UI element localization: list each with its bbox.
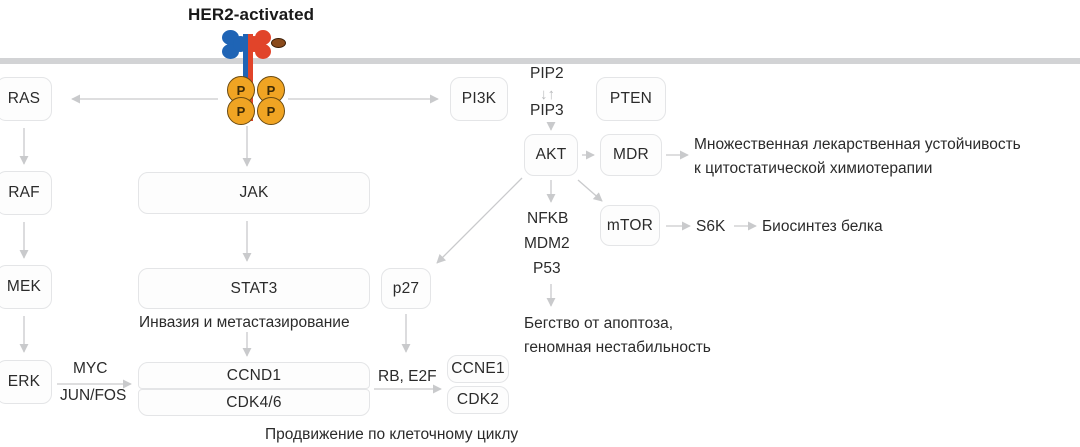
node-pten[interactable]: PTEN (596, 77, 666, 121)
pip-conversion-arrows-icon: ↓↑ (540, 86, 555, 103)
label-p53: P53 (533, 260, 561, 277)
node-jak[interactable]: JAK (138, 172, 370, 214)
label-apoptosis-escape: Бегство от апоптоза, геномная нестабильн… (524, 315, 711, 357)
label-rb-e2f: RB, E2F (378, 368, 437, 385)
label-myc: MYC (73, 360, 108, 377)
label-s6k: S6K (696, 218, 726, 235)
node-cdk4-6[interactable]: CDK4/6 (138, 389, 370, 416)
node-p27[interactable]: p27 (381, 268, 431, 309)
node-ras[interactable]: RAS (0, 77, 52, 121)
label-pip3: PIP3 (530, 102, 564, 119)
node-ccne1[interactable]: CCNE1 (447, 355, 509, 383)
label-nfkb: NFKB (527, 210, 569, 227)
label-jun-fos: JUN/FOS (60, 387, 127, 404)
label-mdm2: MDM2 (524, 235, 570, 252)
node-mtor[interactable]: mTOR (600, 205, 660, 246)
label-cell-cycle: Продвижение по клеточному циклу (265, 426, 519, 443)
node-akt[interactable]: AKT (524, 134, 578, 176)
node-erk[interactable]: ERK (0, 360, 52, 404)
cell-membrane (0, 58, 1080, 64)
phospho-icon: P (227, 97, 255, 125)
node-pi3k[interactable]: PI3K (450, 77, 508, 121)
phospho-icon: P (257, 97, 285, 125)
label-mdr-outcome: Множественная лекарственная устойчивость… (694, 136, 1021, 178)
node-mdr[interactable]: MDR (600, 134, 662, 176)
node-stat3[interactable]: STAT3 (138, 268, 370, 309)
page-title: HER2-activated (188, 5, 315, 24)
label-invasion: Инвазия и метастазирование (139, 314, 350, 331)
node-mek[interactable]: MEK (0, 265, 52, 309)
node-ccnd1[interactable]: CCND1 (138, 362, 370, 389)
node-cdk2[interactable]: CDK2 (447, 386, 509, 414)
label-protein-synthesis: Биосинтез белка (762, 218, 883, 235)
label-pip2: PIP2 (530, 65, 564, 82)
ligand-dot-icon (271, 38, 286, 48)
node-raf[interactable]: RAF (0, 171, 52, 215)
